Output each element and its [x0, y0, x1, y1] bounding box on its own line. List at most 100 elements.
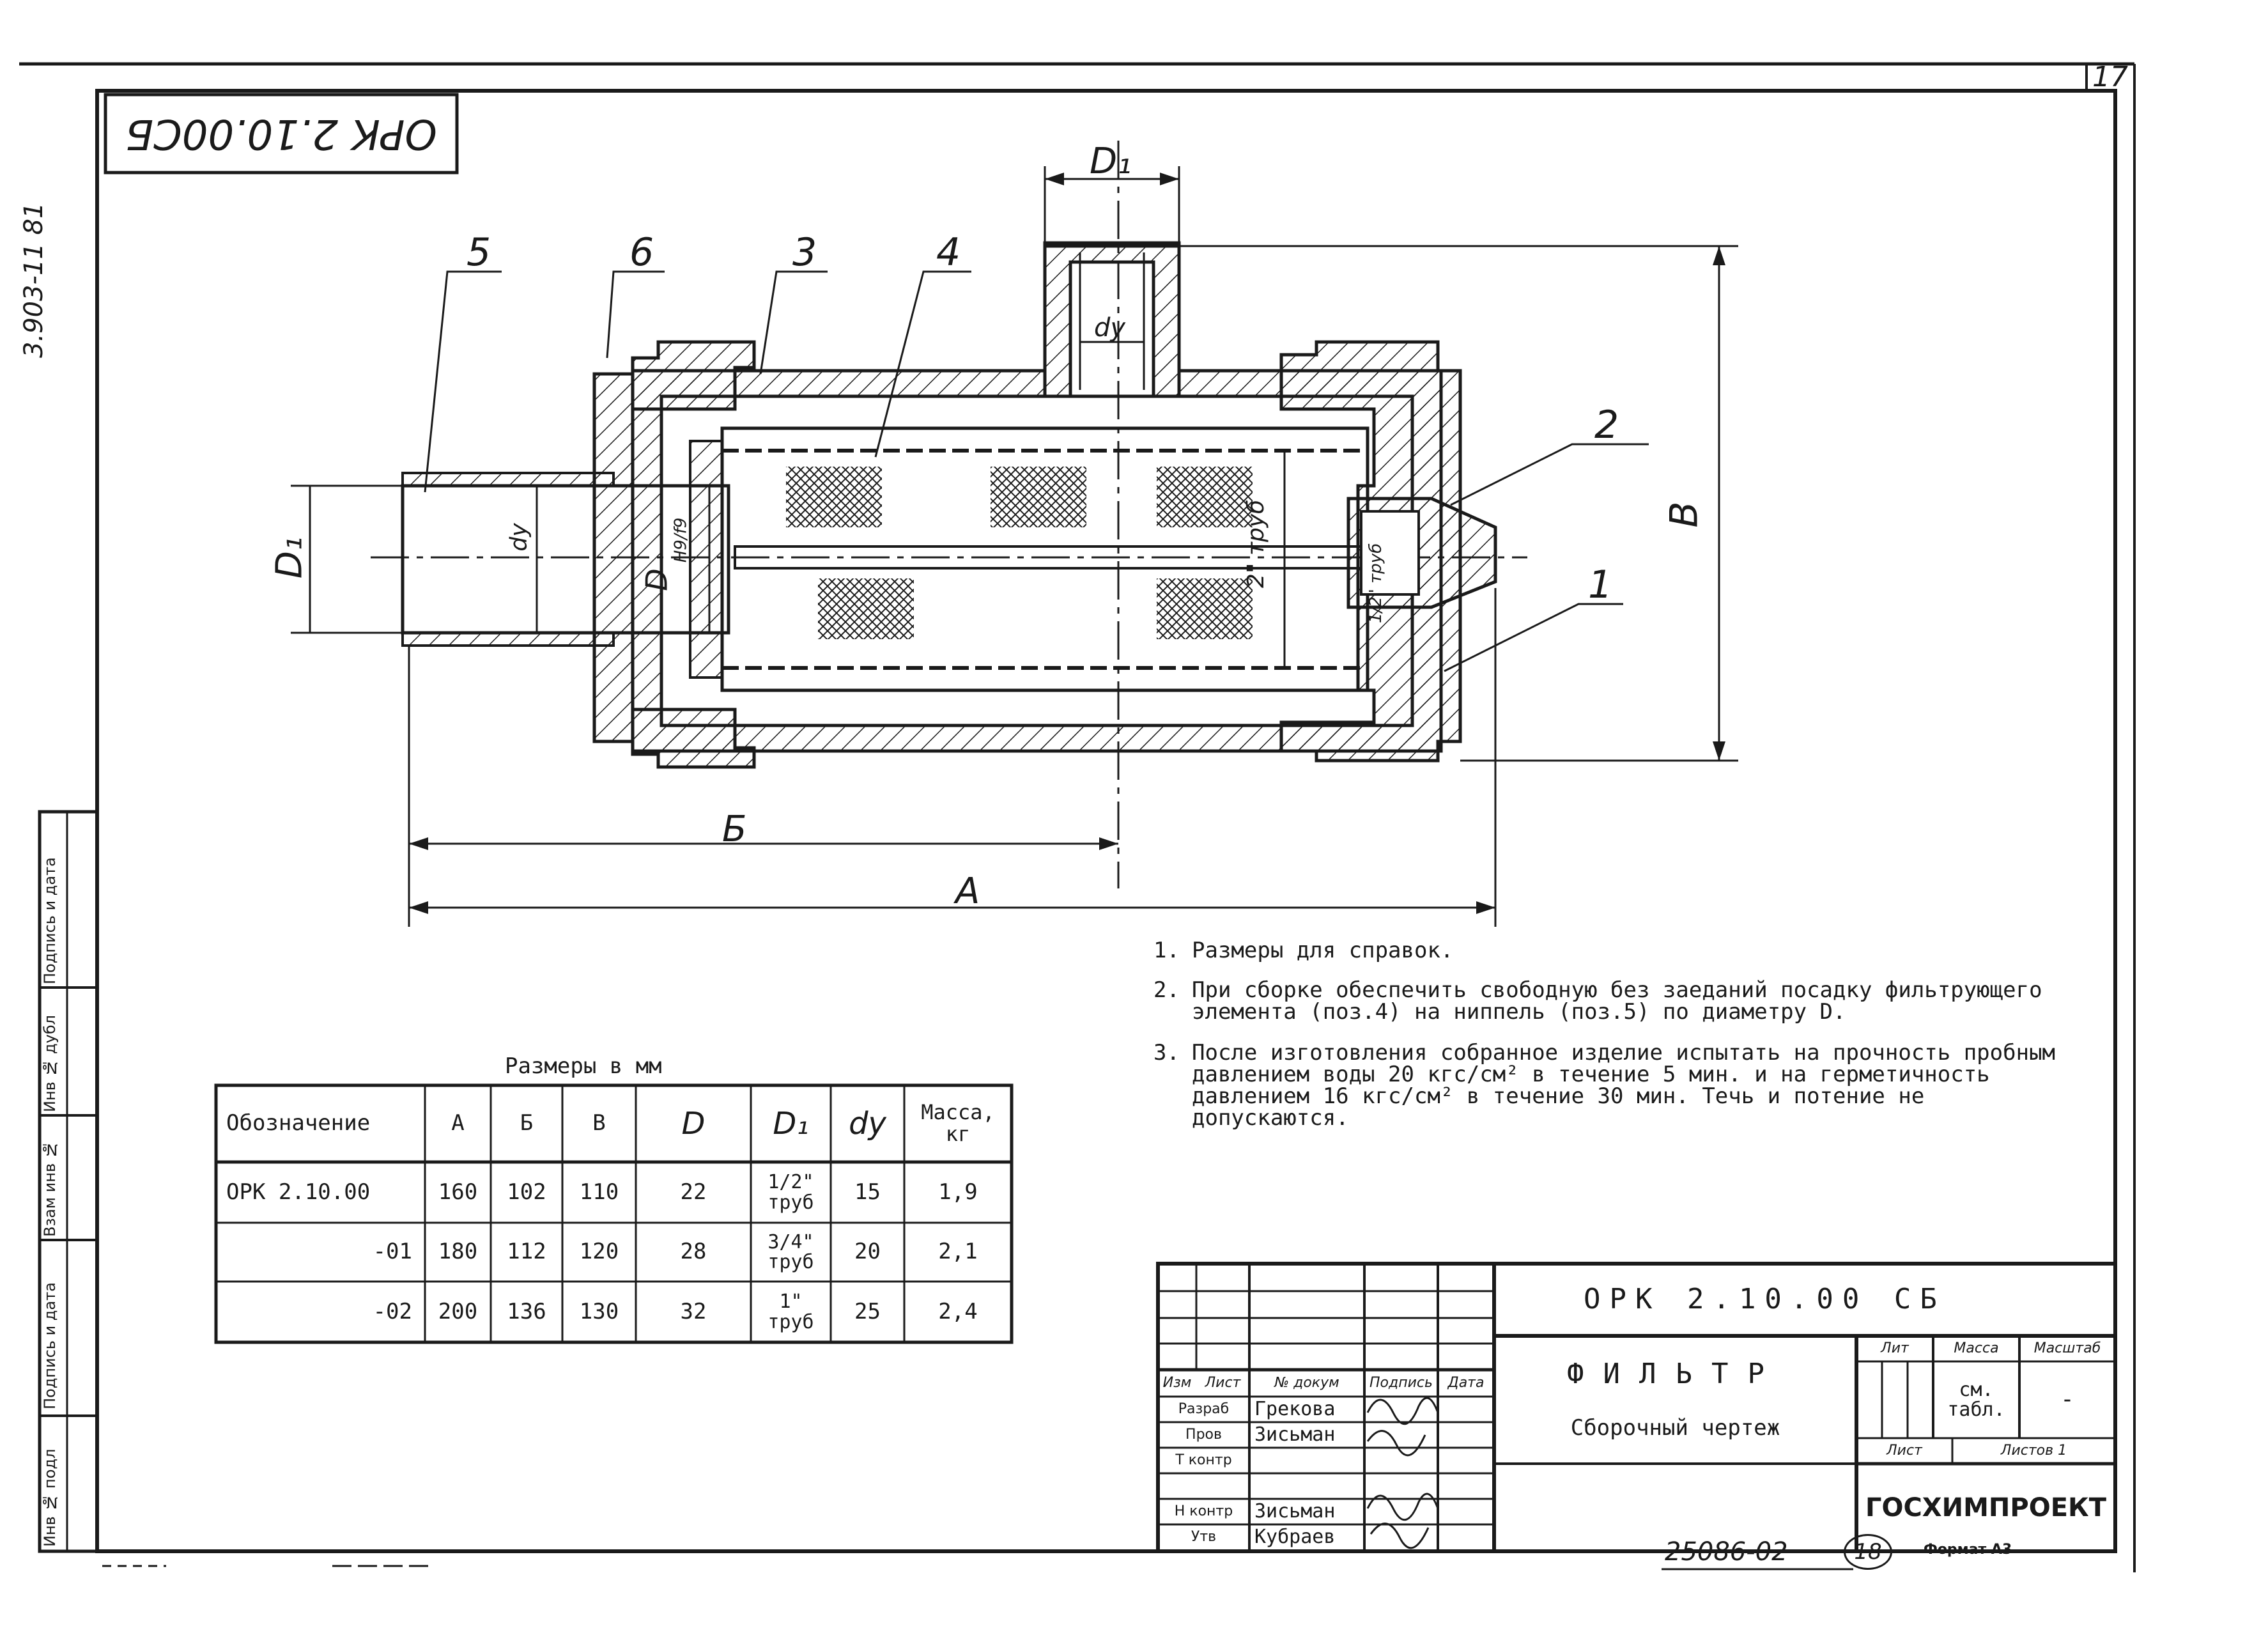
- dim-label-dy-left: dу: [505, 523, 532, 552]
- table-cell-dy: 20: [854, 1239, 881, 1265]
- dim-label-d1-top: D₁: [1090, 141, 1132, 182]
- position-label-5: 5: [467, 230, 491, 275]
- col-header-sheet: Лист: [1205, 1375, 1241, 1391]
- table-cell-v: 110: [579, 1179, 619, 1205]
- dim-label-b-length: Б: [722, 809, 747, 850]
- role-norm-control: Н контр: [1174, 1503, 1233, 1520]
- organization-name: ГОСХИМПРОЕКТ: [1865, 1492, 2107, 1523]
- surname-norm-control: Зисьман: [1254, 1500, 1336, 1523]
- table-header-designation: Обозначение: [226, 1110, 371, 1136]
- dim-label-b-height: B: [1662, 501, 1707, 528]
- note-1: 1. Размеры для справок.: [1153, 940, 2067, 961]
- col-header-change: Изм: [1162, 1375, 1192, 1391]
- table-cell-d: 22: [680, 1179, 707, 1205]
- role-tech-control: Т контр: [1175, 1452, 1232, 1469]
- stamp-original-inv-no: Инв № подл: [41, 1448, 59, 1547]
- note-number: 2.: [1153, 977, 1180, 1003]
- table-cell-dy: 25: [854, 1298, 881, 1324]
- title-product-name: ФИЛЬТР: [1567, 1357, 1784, 1390]
- stamp-dup-inv-no: Инв № дубл: [41, 1015, 59, 1112]
- role-checker: Пров: [1185, 1427, 1222, 1443]
- note-3: 3. После изготовления собранное изделие …: [1153, 1042, 2067, 1129]
- table-header-a: А: [451, 1110, 465, 1136]
- dim-label-d1-left: D₁: [268, 536, 311, 579]
- table-header-dy: dу: [849, 1105, 886, 1142]
- dim-label-fit: H9/f9: [671, 517, 691, 563]
- position-label-4: 4: [936, 230, 961, 275]
- table-cell-v: 130: [579, 1298, 619, 1324]
- dim-label-pipe-half: 1/2" труб: [1366, 543, 1385, 623]
- table-cell-a: 160: [438, 1179, 478, 1205]
- col-header-doc-no: № докум: [1274, 1375, 1339, 1391]
- role-approver: Утв: [1191, 1529, 1217, 1546]
- table-header-d1: D₁: [773, 1105, 809, 1142]
- title-designation: ОРК 2.10.00 СБ: [1584, 1283, 1946, 1316]
- col-header-signature: Подпись: [1369, 1375, 1433, 1391]
- mass-value: см. табл.: [1947, 1378, 2005, 1421]
- position-label-2: 2: [1594, 403, 1619, 447]
- note-text: После изготовления собранное изделие исп…: [1192, 1040, 2056, 1131]
- table-cell-mass: 2,4: [938, 1298, 978, 1324]
- dim-label-a-length: А: [955, 871, 980, 912]
- table-cell-d1: 1" труб: [768, 1290, 814, 1333]
- filter-section-view: [291, 141, 1738, 927]
- role-developer: Разраб: [1178, 1401, 1230, 1418]
- table-cell-v: 120: [579, 1239, 619, 1265]
- label-mass: Масса: [1954, 1340, 1999, 1357]
- table-header-mass: Масса, кг: [921, 1100, 995, 1146]
- label-sheets: Листов 1: [2000, 1443, 2067, 1459]
- table-header-v: В: [592, 1110, 606, 1136]
- table-cell-d1: 1/2" труб: [768, 1171, 814, 1214]
- table-cell-designation: ОРК 2.10.00: [226, 1179, 371, 1205]
- note-number: 3.: [1153, 1040, 1180, 1065]
- position-label-6: 6: [629, 230, 654, 275]
- table-cell-dy: 15: [854, 1179, 881, 1205]
- table-cell-b: 112: [507, 1239, 546, 1265]
- table-cell-d: 32: [680, 1298, 707, 1324]
- table-header-d: D: [681, 1105, 706, 1142]
- position-label-1: 1: [1588, 562, 1613, 607]
- dim-label-pipe-2: 2" труб: [1243, 499, 1269, 588]
- note-text: При сборке обеспечить свободную без заед…: [1192, 977, 2042, 1025]
- label-scale: Масштаб: [2033, 1340, 2101, 1357]
- format-label: Формат А3: [1924, 1542, 2012, 1558]
- dimension-table-grid: [214, 1083, 1014, 1344]
- note-2: 2. При сборке обеспечить свободную без з…: [1153, 979, 2067, 1023]
- dim-label-dy-top: dу: [1094, 313, 1126, 343]
- notes-block: 1. Размеры для справок. 2. При сборке об…: [1153, 940, 2067, 1129]
- signature-marks: [1366, 1397, 1439, 1549]
- table-cell-d1: 3/4" труб: [768, 1230, 814, 1273]
- title-doc-type: Сборочный чертеж: [1570, 1415, 1780, 1441]
- archive-number: 25086-02: [1665, 1537, 1788, 1567]
- table-cell-a: 200: [438, 1298, 478, 1324]
- label-lit: Лит: [1881, 1340, 1909, 1357]
- sheet-count-mark: 18: [1844, 1534, 1892, 1570]
- stamp-signature-date-1: Подпись и дата: [41, 857, 59, 984]
- title-block-grid: [1156, 1262, 2117, 1553]
- surname-developer: Грекова: [1254, 1398, 1336, 1421]
- col-header-date: Дата: [1447, 1375, 1485, 1391]
- label-sheet: Лист: [1886, 1443, 1922, 1459]
- margin-note: 3.903-11 81: [19, 202, 49, 358]
- surname-approver: Кубраев: [1254, 1526, 1336, 1549]
- table-cell-mass: 2,1: [938, 1239, 978, 1265]
- stamp-signature-date-2: Подпись и дата: [41, 1282, 59, 1409]
- page-number: 17: [2092, 61, 2128, 93]
- table-caption: Размеры в мм: [505, 1053, 662, 1079]
- scale-value: -: [2060, 1386, 2074, 1413]
- table-cell-designation: -02: [373, 1298, 412, 1324]
- table-cell-designation: -01: [373, 1239, 412, 1265]
- table-cell-mass: 1,9: [938, 1179, 978, 1205]
- dim-label-d-left: D: [639, 568, 674, 591]
- table-cell-b: 102: [507, 1179, 546, 1205]
- position-label-3: 3: [792, 230, 817, 275]
- table-cell-b: 136: [507, 1298, 546, 1324]
- table-header-b: Б: [520, 1110, 534, 1136]
- stamp-replace-inv-no: Взам инв №: [41, 1140, 59, 1237]
- table-cell-d: 28: [680, 1239, 707, 1265]
- surname-checker: Зисьман: [1254, 1423, 1336, 1446]
- note-number: 1.: [1153, 938, 1180, 963]
- designation-stamp: ОРК 2.10.00СБ: [125, 110, 437, 157]
- table-cell-a: 180: [438, 1239, 478, 1265]
